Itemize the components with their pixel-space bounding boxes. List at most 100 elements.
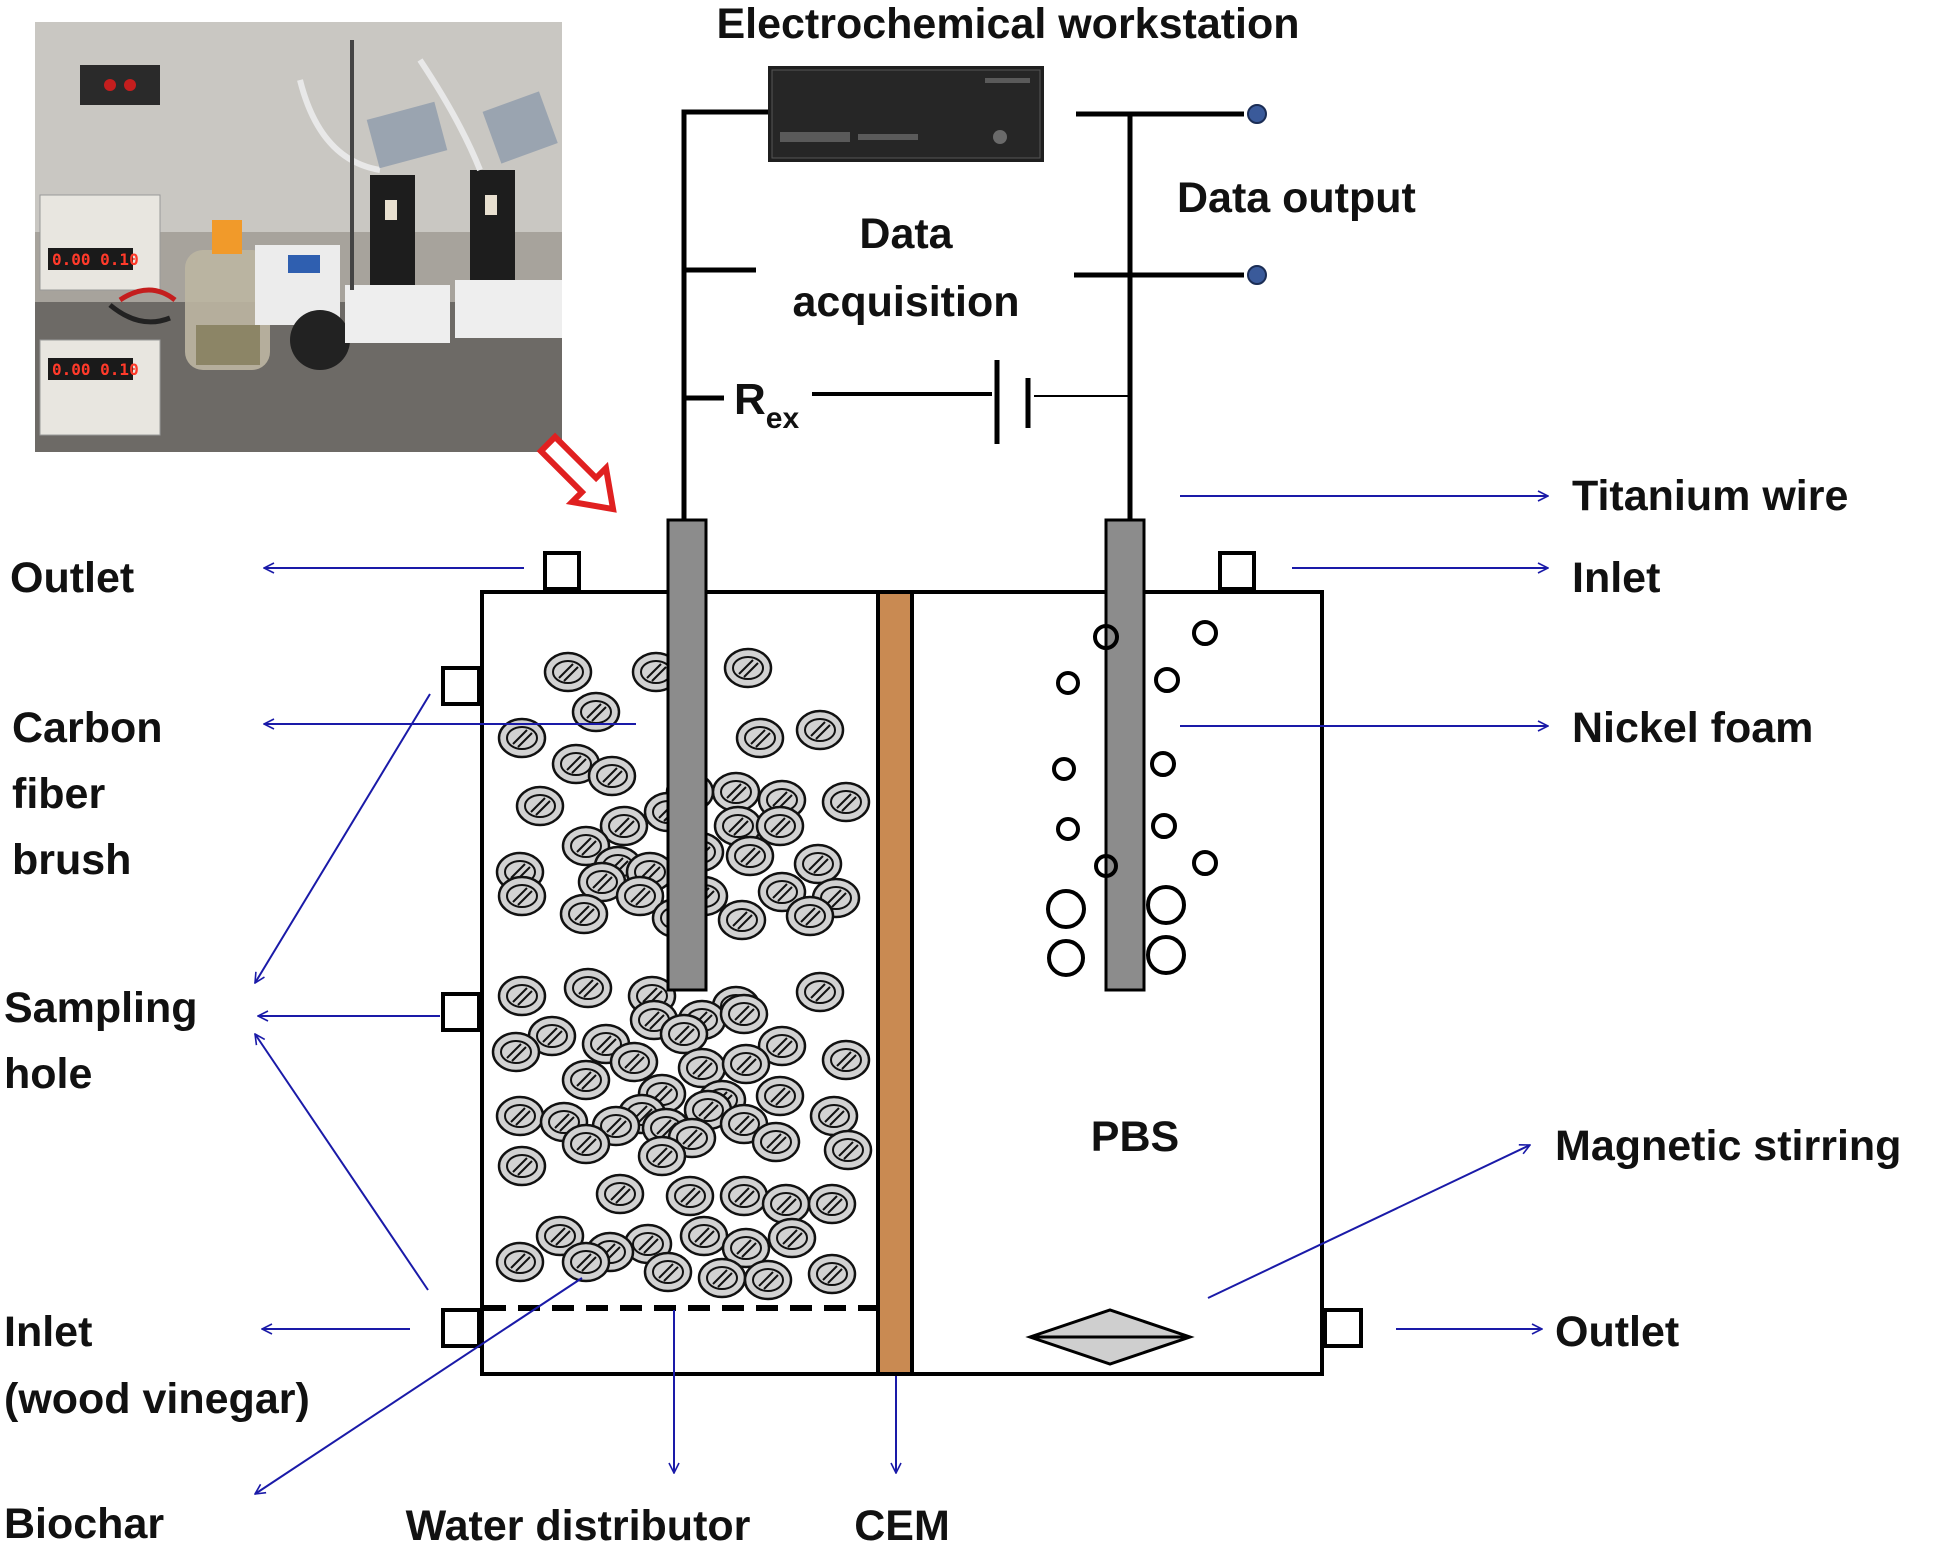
outlet-top-label: Outlet <box>10 554 134 602</box>
biochar-particle <box>561 1241 611 1283</box>
biochar-particle <box>807 1253 857 1295</box>
biochar-particle <box>755 1075 805 1117</box>
battery-icon <box>994 360 1031 444</box>
biochar-particle <box>515 785 565 827</box>
gas-bubble <box>1192 620 1218 646</box>
biochar-particle <box>721 1043 771 1085</box>
circuit-wires <box>681 109 1244 522</box>
biochar-particle <box>559 893 609 935</box>
titanium-wire-label: Titanium wire <box>1572 472 1848 520</box>
gas-bubble <box>1192 850 1218 876</box>
biochar-particle <box>679 1215 729 1257</box>
sampling-port-2 <box>441 992 481 1032</box>
biochar-particle <box>561 1123 611 1165</box>
power-display-1: 0.00 0.10 <box>52 250 139 269</box>
biochar-particle <box>807 1183 857 1225</box>
biochar-particle <box>561 1059 611 1101</box>
outlet-port-top <box>543 551 581 591</box>
biochar-particle <box>767 1217 817 1259</box>
biochar-particle <box>497 975 547 1017</box>
biochar-particle <box>491 1031 541 1073</box>
carbon-fiber-brush-label-3: brush <box>12 836 131 884</box>
sampling-hole-label-1: Sampling <box>4 984 198 1032</box>
gas-bubble <box>1151 813 1177 839</box>
biochar-particle <box>563 967 613 1009</box>
photo-pointer-arrow-icon <box>536 432 617 513</box>
nickel-foam-bubbles <box>1046 620 1218 977</box>
lab-setup-photo: 0.00 0.10 0.00 0.10 <box>35 22 562 452</box>
nickel-foam-label: Nickel foam <box>1572 704 1813 752</box>
biochar-particle <box>743 1259 793 1301</box>
biochar-particle <box>793 843 843 885</box>
biochar-particle <box>751 1121 801 1163</box>
cathode-electrode <box>1104 518 1146 992</box>
biochar-particle <box>735 717 785 759</box>
biochar-particle <box>637 1135 687 1177</box>
biochar-particle <box>757 1025 807 1067</box>
pbs-label: PBS <box>1091 1113 1179 1161</box>
biochar-particle <box>665 1175 715 1217</box>
biochar-particle <box>821 781 871 823</box>
data-acquisition-label-line1: Data <box>859 210 953 258</box>
magnetic-stirrer-icon <box>1025 1308 1195 1366</box>
biochar-particle <box>711 771 761 813</box>
biochar-particle <box>723 647 773 689</box>
biochar-particle <box>697 1257 747 1299</box>
biochar-particle <box>821 1039 871 1081</box>
outlet-port-bottom <box>1323 1308 1363 1348</box>
annotation-arrows <box>255 496 1548 1494</box>
biochar-particle <box>497 875 547 917</box>
sampling-hole-label-2: hole <box>4 1050 92 1098</box>
gas-bubble <box>1052 757 1076 781</box>
inlet-top-label: Inlet <box>1572 554 1660 602</box>
biochar-particle <box>599 805 649 847</box>
sampling-port-1 <box>441 666 481 706</box>
biochar-particle <box>615 875 665 917</box>
inlet-port-top <box>1218 551 1256 591</box>
biochar-particle <box>795 971 845 1013</box>
outlet-bottom-label: Outlet <box>1555 1308 1679 1356</box>
carbon-fiber-brush-label-2: fiber <box>12 770 105 818</box>
biochar-particle <box>725 835 775 877</box>
inlet-bottom-label-2: (wood vinegar) <box>4 1375 310 1423</box>
power-display-2: 0.00 0.10 <box>52 360 139 379</box>
anode-electrode <box>666 518 708 992</box>
biochar-particle <box>721 1227 771 1269</box>
biochar-particle <box>823 1129 873 1171</box>
gas-bubble <box>1093 624 1119 650</box>
biochar-particle <box>755 805 805 847</box>
biochar-particle <box>497 1145 547 1187</box>
cem-membrane <box>876 590 914 1376</box>
biochar-particle <box>595 1173 645 1215</box>
biochar-particle <box>717 899 767 941</box>
biochar-particle <box>571 691 621 733</box>
biochar-particle <box>719 993 769 1035</box>
inlet-bottom-label-1: Inlet <box>4 1308 92 1356</box>
gas-bubble <box>1094 854 1118 878</box>
data-acquisition-label-line2: acquisition <box>793 278 1020 326</box>
biochar-particle <box>719 1175 769 1217</box>
gas-bubble <box>1154 667 1180 693</box>
gas-bubble <box>1056 817 1080 841</box>
resistor-label: Rex <box>734 375 799 435</box>
gas-bubble <box>1150 751 1176 777</box>
data-output-label: Data output <box>1177 174 1416 222</box>
gas-bubble <box>1047 939 1085 977</box>
biochar-particle <box>495 1241 545 1283</box>
data-output-terminal-2 <box>1247 265 1267 285</box>
cem-label: CEM <box>854 1502 950 1548</box>
data-output-terminal-1 <box>1247 104 1267 124</box>
gas-bubble <box>1056 671 1080 695</box>
biochar-particle <box>543 651 593 693</box>
ports <box>441 551 1363 1348</box>
workstation-label: Electrochemical workstation <box>716 0 1299 48</box>
biochar-label: Biochar <box>4 1500 164 1548</box>
magnetic-stirring-label: Magnetic stirring <box>1555 1122 1901 1170</box>
gas-bubble <box>1146 885 1186 925</box>
biochar-particle <box>761 1183 811 1225</box>
biochar-particle <box>497 717 547 759</box>
carbon-fiber-brush-label-1: Carbon <box>12 704 163 752</box>
biochar-particle <box>609 1041 659 1083</box>
biochar-particle <box>795 709 845 751</box>
